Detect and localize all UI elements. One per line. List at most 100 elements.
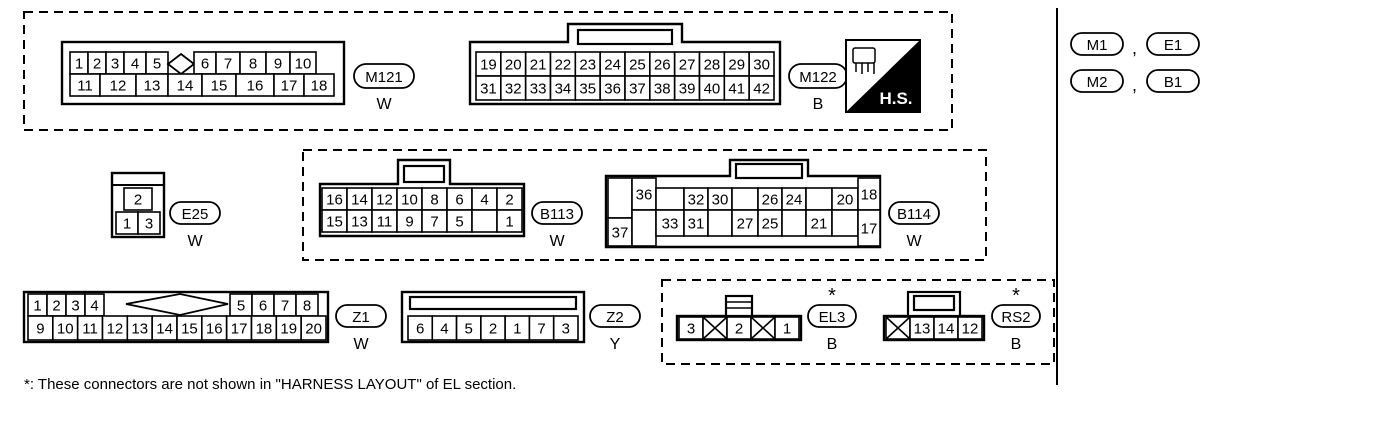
pin-cell: [496, 209, 523, 233]
pin-number: 33: [530, 81, 547, 98]
pin-number: 24: [786, 192, 803, 209]
pin-number: 10: [295, 56, 312, 73]
connector-m122-latch: [576, 28, 674, 46]
legend-connector-id: E1: [1164, 37, 1182, 54]
connector-rs2-tag: * RS2 B: [991, 285, 1041, 353]
blank-pin-cell: [607, 177, 633, 219]
pin-cell: [631, 177, 657, 211]
pin-number: 2: [735, 321, 743, 338]
pin-number: 20: [305, 321, 322, 338]
pin-number: 8: [430, 192, 438, 209]
connector-z2-tag: Z2 Y: [589, 304, 641, 353]
pin-number: 14: [156, 321, 173, 338]
hs-badge: H.S.: [845, 39, 921, 113]
pin-number: 42: [753, 81, 770, 98]
pin-cell: [649, 75, 676, 101]
legend-separator-comma: ,: [1132, 38, 1137, 58]
pin-number: 1: [513, 321, 521, 338]
connector-z2-latch: [408, 295, 578, 311]
connector-b113-tag: B113 W: [531, 201, 583, 250]
connector-b114-latch: [734, 162, 804, 180]
pin-number: 36: [604, 81, 621, 98]
pin-number: 27: [737, 216, 754, 233]
pin-number: 24: [604, 57, 621, 74]
pin-number: 18: [311, 78, 328, 95]
connector-b113-color: W: [549, 233, 565, 250]
pin-number: 6: [201, 56, 209, 73]
blank-pin-cell: [805, 187, 833, 211]
footnote: *: These connectors are not shown in "HA…: [24, 376, 516, 393]
pin-number: 9: [36, 321, 44, 338]
pin-cell: [757, 209, 783, 237]
pin-number: 16: [247, 78, 264, 95]
pin-number: 4: [440, 321, 448, 338]
connector-el3-latch: [724, 294, 754, 318]
pin-number: 3: [111, 56, 119, 73]
connector-rs2-star: *: [1012, 285, 1020, 307]
pin-cell: [126, 315, 153, 341]
pin-number: 12: [110, 78, 127, 95]
pin-number: 8: [303, 298, 311, 315]
pin-number: 4: [131, 56, 139, 73]
connector-z1-id: Z1: [352, 309, 370, 326]
pin-number: 4: [90, 298, 98, 315]
pin-number: 32: [688, 192, 705, 209]
pin-cell: [673, 75, 701, 101]
connector-m122-id: M122: [799, 69, 837, 86]
legend-badge: [1070, 69, 1124, 93]
connector-z1-id-badge: [335, 304, 387, 328]
connector-m122-tag: M122 B: [788, 63, 848, 113]
pin-cell: [723, 75, 750, 101]
pin-number: 1: [783, 321, 791, 338]
pin-number: 14: [177, 78, 194, 95]
blank-pin-cell: [631, 209, 657, 247]
pin-number: 5: [465, 321, 473, 338]
pin-cell: [552, 315, 579, 341]
connector-e25-color: W: [187, 233, 203, 250]
pin-number: 26: [762, 192, 779, 209]
group-m121-m122-enclosure: [23, 11, 953, 131]
pin-number: 1: [75, 56, 83, 73]
pin-cell: [123, 187, 153, 211]
pin-number: 27: [679, 57, 696, 74]
pin-number: 13: [144, 78, 161, 95]
legend-badge: [1146, 69, 1200, 93]
pin-cell: [698, 75, 726, 101]
pin-number: 10: [401, 192, 418, 209]
pin-number: 30: [753, 57, 770, 74]
connector-b114-housing: [604, 158, 882, 249]
connector-m121-id: M121: [365, 69, 403, 86]
connector-el3-color: B: [827, 336, 838, 353]
pin-number: 30: [712, 192, 729, 209]
connector-e25-id: E25: [182, 206, 209, 223]
connector-rs2-latch: [912, 294, 956, 312]
connector-m122-color: B: [813, 96, 824, 113]
pin-number: 3: [71, 298, 79, 315]
pin-cell: [225, 315, 253, 341]
legend-badge: [1146, 32, 1200, 56]
connector-rs2-color: B: [1011, 336, 1022, 353]
pin-cell: [137, 211, 161, 235]
pin-number: 7: [281, 298, 289, 315]
pin-number: 22: [555, 57, 572, 74]
hs-connector-icon: [852, 47, 876, 74]
pin-cell: [748, 75, 775, 101]
pin-number: 19: [280, 321, 297, 338]
connector-rs2-id-badge: [991, 304, 1041, 328]
pin-number: 37: [612, 225, 629, 242]
connector-m121-id-badge: [353, 63, 415, 89]
blank-pin-cross: [702, 316, 728, 340]
pin-number: 9: [274, 56, 282, 73]
pin-number: 17: [861, 221, 878, 238]
pin-number: 21: [530, 57, 547, 74]
